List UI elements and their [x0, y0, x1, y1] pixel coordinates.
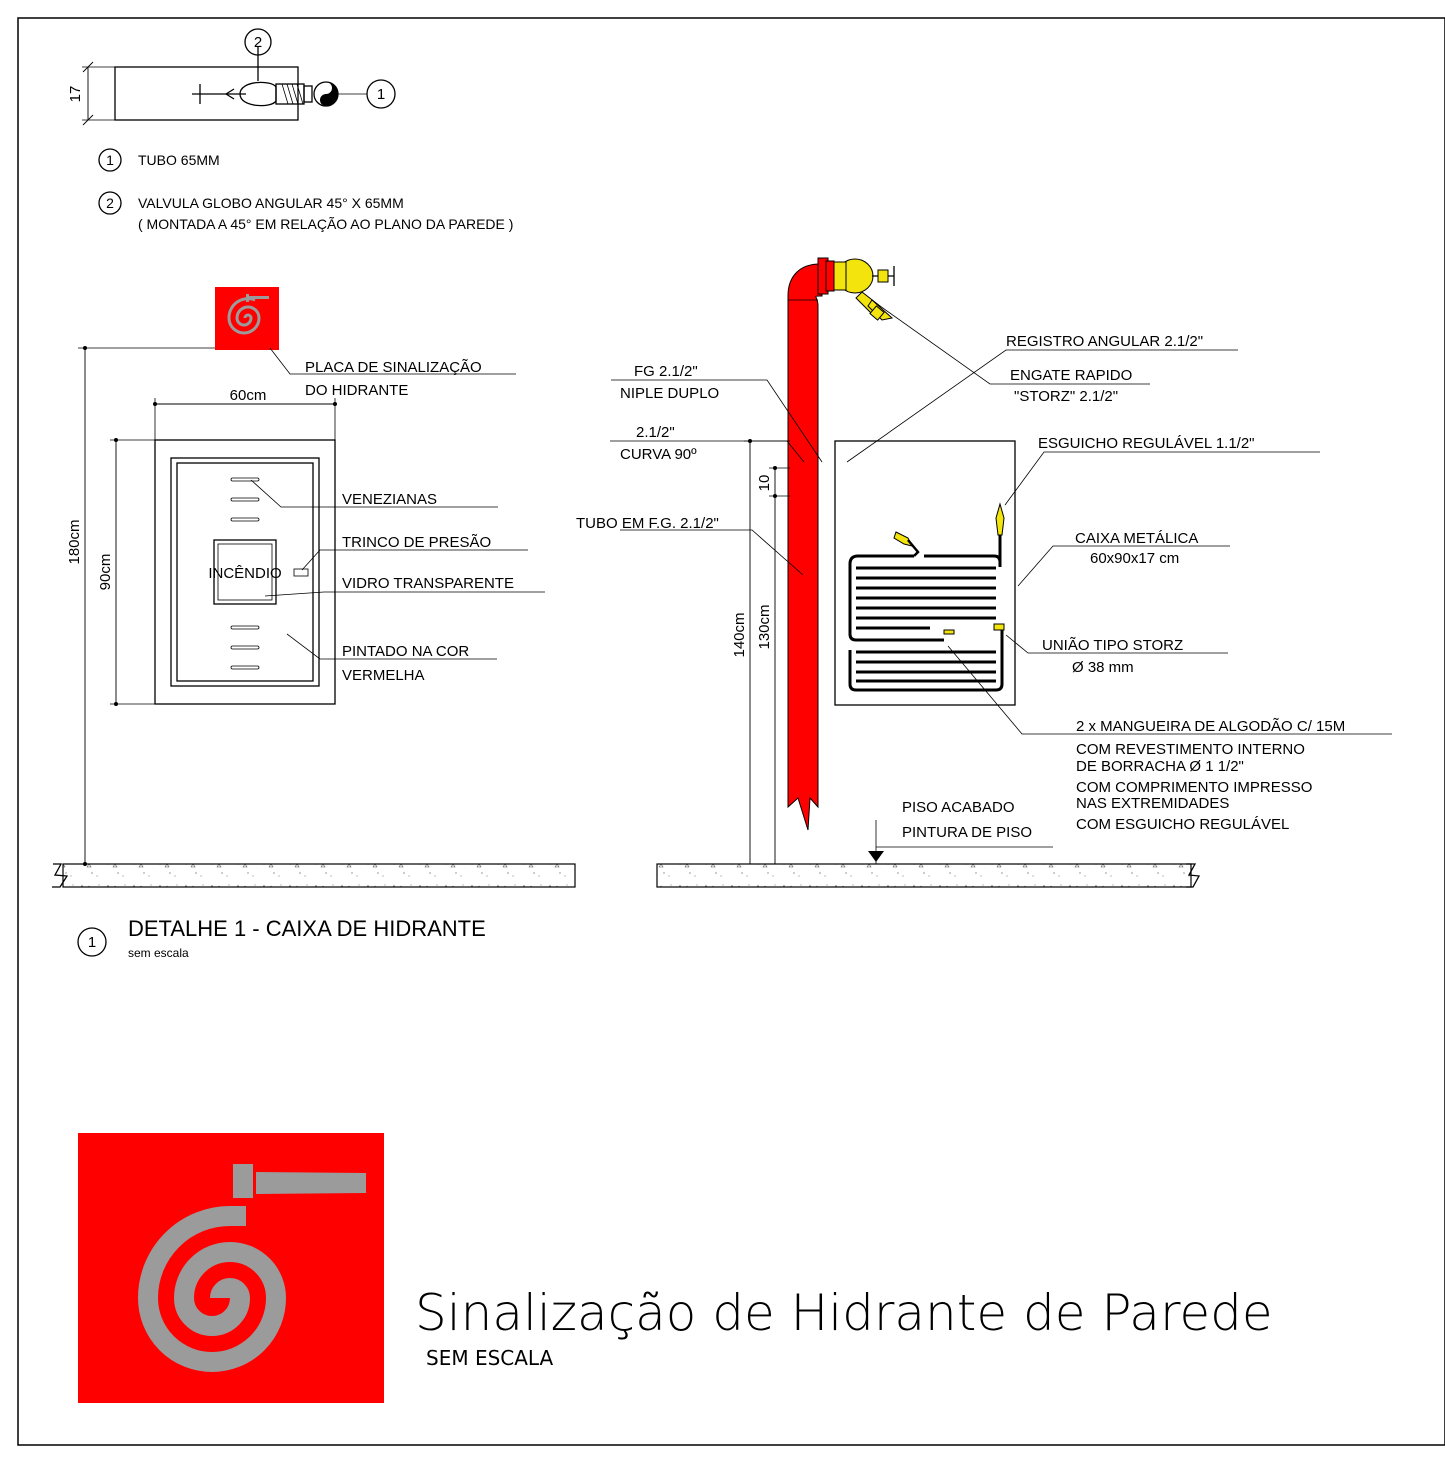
glass-window — [213, 539, 277, 605]
piso-label-line2: PINTURA DE PISO — [902, 824, 1032, 841]
sign-label-line2: DO HIDRANTE — [305, 382, 408, 399]
legend-2-circle — [98, 191, 122, 215]
dim-60cm: 60cm — [230, 387, 267, 404]
cabinet-outer — [154, 439, 336, 705]
top-view: 17 1 2 1 TUBO 65MM 2 VALVULA — [67, 28, 513, 232]
callout-1-number: 1 — [377, 86, 385, 103]
floor-slab-left — [52, 863, 576, 888]
valve-assembly — [192, 46, 367, 107]
tubo-label: TUBO EM F.G. 2.1/2" — [576, 515, 719, 532]
sign-label-line1: PLACA DE SINALIZAÇÃO — [305, 359, 482, 376]
engate-label-line2: "STORZ" 2.1/2" — [1014, 388, 1118, 405]
legend-1-text: TUBO 65MM — [138, 152, 220, 168]
sign-scale: SEM ESCALA — [426, 1346, 554, 1370]
caixa-label-line2: 60x90x17 cm — [1090, 550, 1179, 567]
mangueira-line5: NAS EXTREMIDADES — [1076, 795, 1229, 812]
mangueira-line4: COM COMPRIMENTO IMPRESSO — [1076, 779, 1312, 796]
floor-slab-right — [656, 863, 1201, 888]
mangueira-line2: COM REVESTIMENTO INTERNO — [1076, 741, 1305, 758]
vidro-label: VIDRO TRANSPARENTE — [342, 575, 514, 592]
curva-label-line1: 2.1/2" — [636, 424, 675, 441]
dim-140cm: 140cm — [731, 612, 748, 657]
small-hydrant-sign — [215, 287, 279, 350]
mangueira-line1: 2 x MANGUEIRA DE ALGODÃO C/ 15M — [1076, 718, 1345, 735]
coiled-hoses — [848, 554, 1004, 692]
registro-label: REGISTRO ANGULAR 2.1/2" — [1006, 333, 1203, 350]
venezianas-label: VENEZIANAS — [342, 491, 437, 508]
sign-title: Sinalização de Hidrante de Parede — [415, 1284, 1273, 1342]
uniao-label-line2: Ø 38 mm — [1072, 659, 1134, 676]
callout-1-circle — [366, 79, 396, 109]
red-pipe — [787, 257, 835, 831]
hydrant-sign-large — [78, 1133, 384, 1403]
pintado-label-line1: PINTADO NA COR — [342, 643, 469, 660]
yellow-angle-valve — [833, 258, 895, 321]
storz-union-left — [943, 629, 955, 635]
uniao-label-line1: UNIÃO TIPO STORZ — [1042, 637, 1183, 654]
legend-2-text: VALVULA GLOBO ANGULAR 45° X 65MM — [138, 195, 404, 211]
top-view-box — [114, 66, 299, 121]
incendio-label: INCÊNDIO — [208, 565, 281, 582]
side-cabinet — [834, 440, 1016, 706]
fg-label: FG 2.1/2" — [634, 363, 698, 380]
cabinet-frame — [170, 457, 320, 687]
callout-2-circle — [244, 28, 272, 56]
louvers-top — [230, 477, 260, 522]
nozzle-left — [893, 531, 920, 557]
mangueira-line3: DE BORRACHA Ø 1 1/2" — [1076, 758, 1244, 775]
niple-label: NIPLE DUPLO — [620, 385, 719, 402]
front-view: 180cm PLACA DE SINALIZAÇÃO DO HIDRANTE 6… — [52, 287, 576, 888]
pintado-label-line2: VERMELHA — [342, 667, 425, 684]
trinco-label: TRINCO DE PRESÃO — [342, 534, 491, 551]
engate-label-line1: ENGATE RAPIDO — [1010, 367, 1132, 384]
side-view: REGISTRO ANGULAR 2.1/2" ENGATE RAPIDO "S… — [576, 257, 1392, 888]
caixa-label-line1: CAIXA METÁLICA — [1075, 530, 1198, 547]
louvers-bottom — [230, 625, 260, 670]
dim-10: 10 — [756, 475, 773, 492]
piso-label-line1: PISO ACABADO — [902, 799, 1015, 816]
detail-title-text: DETALHE 1 - CAIXA DE HIDRANTE — [128, 916, 486, 941]
curva-label-line2: CURVA 90º — [620, 446, 697, 463]
legend-2-number: 2 — [106, 195, 114, 211]
legend-1-circle — [98, 148, 122, 172]
legend-1-number: 1 — [106, 152, 114, 168]
cabinet-door — [176, 462, 314, 682]
detail-number: 1 — [88, 934, 96, 951]
dim-180cm: 180cm — [66, 519, 83, 564]
mangueira-line6: COM ESGUICHO REGULÁVEL — [1076, 816, 1289, 833]
dim-17: 17 — [67, 86, 84, 103]
storz-union-right — [993, 623, 1005, 631]
esguicho-label: ESGUICHO REGULÁVEL 1.1/2" — [1038, 435, 1255, 452]
sheet-border — [17, 17, 1445, 1446]
dim-90cm: 90cm — [97, 554, 114, 591]
detail-title: 1 DETALHE 1 - CAIXA DE HIDRANTE sem esca… — [77, 916, 486, 960]
callout-2-number: 2 — [254, 34, 262, 51]
latch — [293, 568, 309, 577]
dim-130cm: 130cm — [756, 604, 773, 649]
detail-scale-text: sem escala — [128, 946, 189, 960]
legend-2-subtext: ( MONTADA A 45° EM RELAÇÃO AO PLANO DA P… — [138, 216, 513, 232]
